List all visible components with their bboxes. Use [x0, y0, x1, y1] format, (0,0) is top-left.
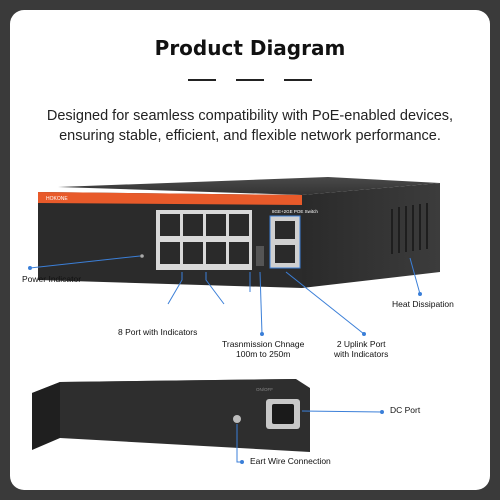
callout-earth-wire: Eart Wire Connection: [250, 456, 331, 466]
card: Product Diagram Designed for seamless co…: [10, 10, 490, 490]
transmission-switch: [256, 246, 264, 266]
power-led: [140, 254, 144, 258]
callout-lines: [28, 255, 422, 464]
page-title: Product Diagram: [154, 36, 346, 60]
callout-heat-dissipation: Heat Dissipation: [392, 299, 454, 309]
rear-left-face: [32, 382, 60, 450]
callout-transmission: Trasnmission Chnage 100m to 250m: [222, 339, 304, 359]
rear-back-face: [60, 379, 310, 452]
front-switch: [38, 177, 440, 288]
callout-dc-port: DC Port: [390, 405, 421, 415]
earth-screw: [233, 415, 241, 423]
divider-dash: [236, 79, 264, 81]
switch-top-face: [58, 177, 440, 195]
switch-illustration: HOKONE 8GE+2GE POE Switch ON/OFF: [28, 177, 440, 464]
subtitle-line-2: ensuring stable, efficient, and flexible…: [59, 128, 441, 144]
callout-uplink: 2 Uplink Port with Indicators: [334, 339, 388, 359]
callout-transmission-line-1: Trasnmission Chnage: [222, 339, 305, 349]
callout-8-ports: 8 Port with Indicators: [118, 327, 198, 337]
uplink-port: [275, 245, 295, 263]
dc-port-socket: [272, 404, 294, 424]
brand-stripe: [38, 192, 302, 205]
callout-uplink-line-2: with Indicators: [334, 349, 389, 359]
vent-slots: [391, 203, 428, 254]
callout-power-indicator: Power Indicator: [22, 274, 82, 284]
divider-dash: [284, 79, 312, 81]
divider-dash: [188, 79, 216, 81]
subtitle: Designed for seamless compatibility with…: [20, 106, 480, 146]
callout-transmission-line-2: 100m to 250m: [236, 349, 291, 359]
subtitle-line-1: Designed for seamless compatibility with…: [46, 108, 454, 124]
rear-mark: ON/OFF: [256, 387, 273, 392]
switch-badge: 8GE+2GE POE Switch: [272, 209, 318, 214]
rj45-ports: [160, 214, 249, 264]
brand-logo: HOKONE: [46, 196, 68, 202]
callout-uplink-line-1: 2 Uplink Port: [336, 339, 386, 349]
uplink-port: [275, 221, 295, 239]
rear-switch: [32, 379, 310, 452]
